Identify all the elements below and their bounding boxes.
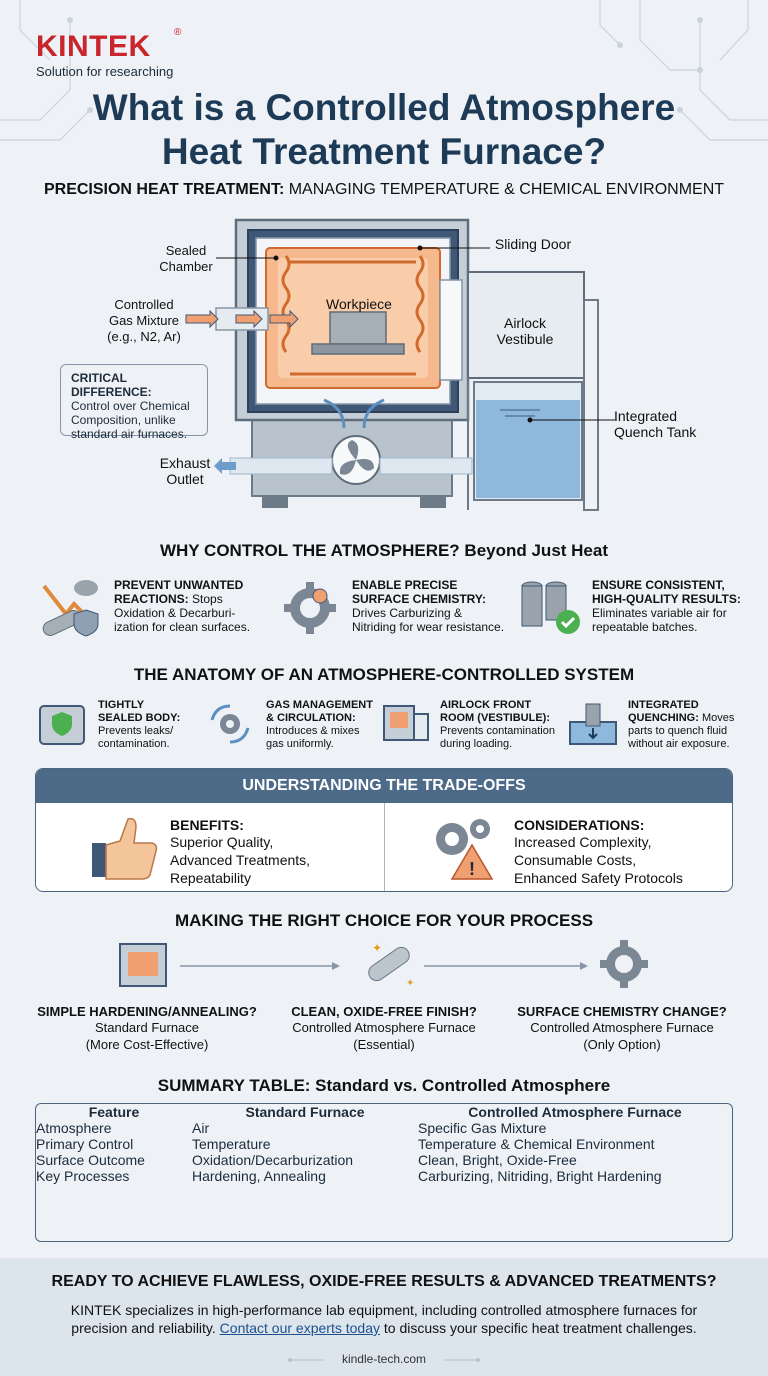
quenching-icon (569, 703, 617, 745)
registered-mark: ® (174, 27, 182, 38)
consistent-batches-icon (521, 581, 580, 634)
table-cell: Atmosphere (36, 1120, 112, 1136)
anatomy-item-4: INTEGRATED QUENCHING: Moves parts to que… (628, 699, 735, 750)
table-row: Key Processes Hardening, Annealing Carbu… (36, 1168, 732, 1184)
oxidation-prevention-icon (42, 580, 99, 637)
table-cell: Hardening, Annealing (192, 1168, 326, 1184)
cta-heading: READY TO ACHIEVE FLAWLESS, OXIDE-FREE RE… (51, 1273, 717, 1290)
brand-tagline: Solution for researching (36, 64, 174, 79)
table-cell: Key Processes (36, 1168, 130, 1184)
tradeoffs-panel: UNDERSTANDING THE TRADE-OFFS BENEFITS: S… (35, 768, 733, 892)
table-header-cell: Standard Furnace (245, 1104, 365, 1120)
anatomy-item-1: TIGHTLY SEALED BODY: Prevents leaks/ con… (98, 699, 181, 750)
section-heading-choice: MAKING THE RIGHT CHOICE FOR YOUR PROCESS (174, 911, 594, 930)
section-heading-table: SUMMARY TABLE: Standard vs. Controlled A… (157, 1076, 611, 1095)
page-title: What is a Controlled Atmosphere Heat Tre… (92, 87, 676, 172)
thumbs-up-icon (92, 817, 158, 880)
section-heading-why: WHY CONTROL THE ATMOSPHERE? Beyond Just … (159, 541, 609, 560)
cta-text: KINTEK specializes in high-performance l… (70, 1302, 698, 1336)
critical-difference-callout: CRITICAL DIFFERENCE: Control over Chemic… (60, 364, 208, 441)
anatomy-item-3: AIRLOCK FRONT ROOM (VESTIBULE): Prevents… (440, 699, 555, 750)
table-row: Primary Control Temperature Temperature … (36, 1136, 732, 1152)
cta-banner (0, 1258, 768, 1376)
table-cell: Temperature (192, 1136, 271, 1152)
svg-text:✦: ✦ (406, 978, 414, 989)
gears-warning-icon: ! (436, 819, 494, 880)
label-sliding-door: Sliding Door (494, 236, 572, 252)
choice-item-1: SIMPLE HARDENING/ANNEALING? Standard Fur… (37, 1004, 257, 1052)
table-cell: Specific Gas Mixture (418, 1120, 547, 1136)
brand-logo: KINTEK (36, 30, 151, 63)
gas-circulation-icon (210, 704, 250, 744)
table-cell: Air (192, 1120, 210, 1136)
table-header-cell: Feature (88, 1104, 140, 1120)
site-url[interactable]: kindle-tech.com (341, 1352, 427, 1366)
choice-flow-graphics: ✦ ✦ (119, 940, 648, 989)
table-cell: Temperature & Chemical Environment (418, 1136, 655, 1152)
svg-text:!: ! (469, 859, 475, 879)
sealed-body-icon (39, 705, 85, 745)
table-cell: Primary Control (36, 1136, 134, 1152)
why-item-3: ENSURE CONSISTENT, HIGH-QUALITY RESULTS:… (592, 578, 741, 634)
footer-circuit-lines (288, 1358, 480, 1362)
table-cell: Carburizing, Nitriding, Bright Hardening (418, 1168, 662, 1184)
tradeoffs-divider (384, 803, 385, 891)
airlock-icon (383, 705, 429, 741)
table-cell: Oxidation/Decarburization (192, 1152, 354, 1168)
section-heading-anatomy: THE ANATOMY OF AN ATMOSPHERE-CONTROLLED … (133, 665, 635, 684)
choice-item-3: SURFACE CHEMISTRY CHANGE? Controlled Atm… (517, 1004, 727, 1052)
furnace-diagram (185, 218, 615, 511)
circuit-decoration (0, 0, 768, 141)
page-subtitle: PRECISION HEAT TREATMENT: MANAGING TEMPE… (43, 181, 725, 198)
why-item-2: ENABLE PRECISE SURFACE CHEMISTRY: Drives… (352, 578, 505, 634)
table-header-row: Feature Standard Furnace Controlled Atmo… (36, 1104, 732, 1120)
considerations-block: CONSIDERATIONS: Increased Complexity, Co… (514, 817, 683, 886)
why-item-1: PREVENT UNWANTED REACTIONS: Stops Oxidat… (114, 578, 251, 634)
contact-experts-link[interactable]: Contact our experts today (219, 1320, 380, 1336)
choice-item-2: CLEAN, OXIDE-FREE FINISH? Controlled Atm… (291, 1004, 477, 1052)
table-cell: Clean, Bright, Oxide-Free (418, 1152, 577, 1168)
label-workpiece: Workpiece (326, 296, 392, 312)
anatomy-item-2: GAS MANAGEMENT & CIRCULATION: Introduces… (266, 699, 373, 750)
benefits-block: BENEFITS: Superior Quality, Advanced Tre… (170, 817, 311, 886)
tradeoffs-heading: UNDERSTANDING THE TRADE-OFFS (36, 769, 732, 803)
gear-chemistry-icon (284, 582, 336, 634)
table-cell: Surface Outcome (36, 1152, 145, 1168)
table-row: Surface Outcome Oxidation/Decarburizatio… (36, 1152, 732, 1168)
table-header-cell: Controlled Atmosphere Furnace (468, 1104, 682, 1120)
summary-table-frame: Feature Standard Furnace Controlled Atmo… (35, 1103, 733, 1242)
summary-table: Feature Standard Furnace Controlled Atmo… (36, 1104, 732, 1184)
svg-text:✦: ✦ (372, 941, 382, 955)
table-row: Atmosphere Air Specific Gas Mixture (36, 1120, 732, 1136)
